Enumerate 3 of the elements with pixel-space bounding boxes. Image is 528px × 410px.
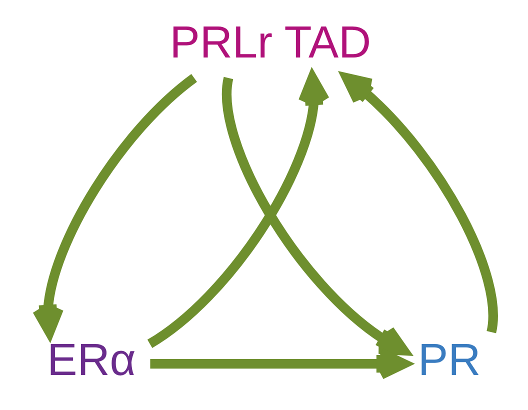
node-text: PR <box>418 334 481 385</box>
node-text: ERα <box>47 334 136 385</box>
node-text: PRLr TAD <box>170 16 372 68</box>
